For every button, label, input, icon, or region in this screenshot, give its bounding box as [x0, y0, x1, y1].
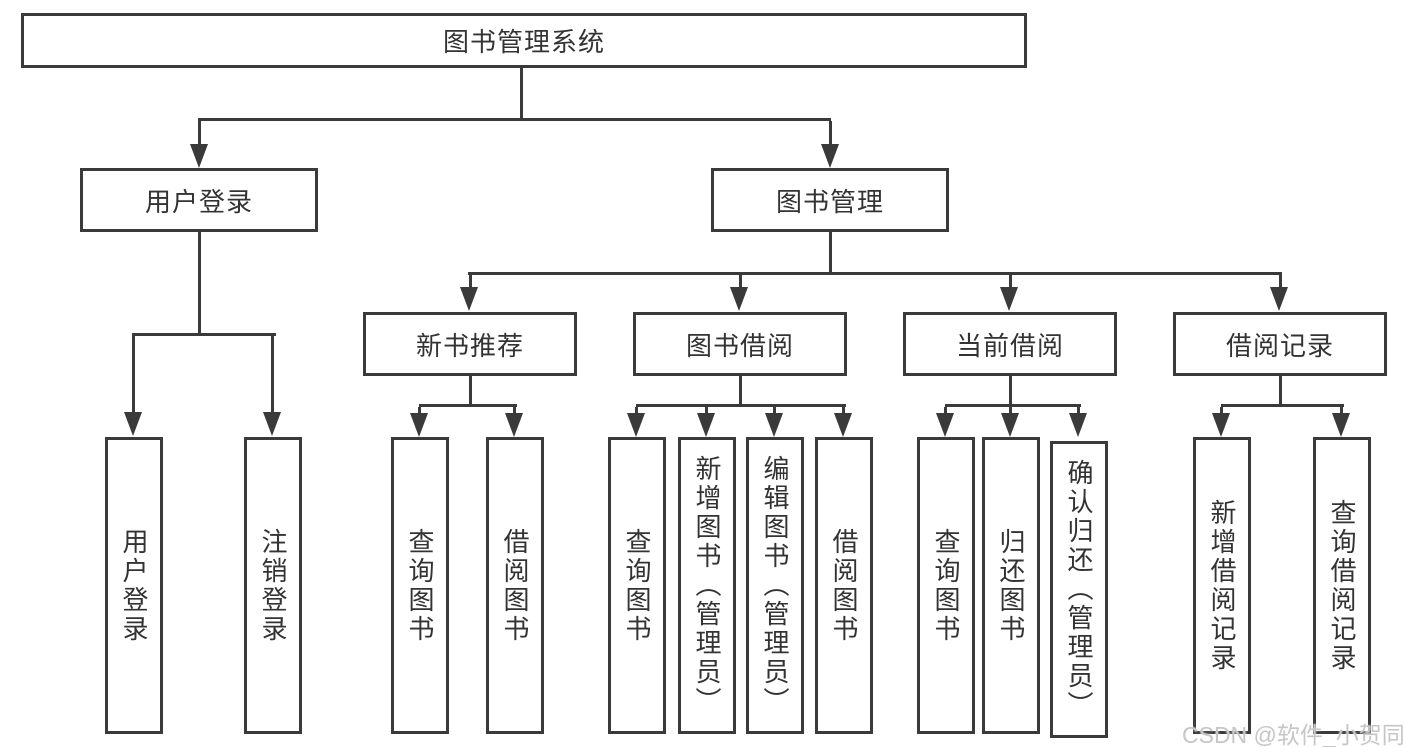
- connector-line: [132, 333, 276, 336]
- connector-line: [469, 275, 472, 287]
- arrowhead-icon: [124, 412, 142, 436]
- connector-line: [829, 232, 832, 275]
- node-new-book-recommendation: 新书推荐: [363, 312, 577, 376]
- connector-line: [635, 407, 638, 414]
- connector-line: [520, 68, 523, 121]
- connector-line: [829, 121, 832, 145]
- node-current-borrowing: 当前借阅: [903, 312, 1117, 376]
- connector-line: [773, 407, 776, 414]
- node-user-login-leaf: 用户登录: [105, 437, 163, 734]
- node-user-login: 用户登录: [80, 168, 318, 232]
- connector-line: [513, 407, 516, 414]
- connector-line: [198, 232, 201, 336]
- connector-line: [739, 376, 742, 407]
- connector-line: [132, 336, 135, 412]
- node-confirm-return-admin: 确认归还（管理员）: [1050, 441, 1108, 738]
- node-query-books-recommend: 查询图书: [391, 437, 449, 734]
- watermark: CSDN @软件_小贺同学: [1182, 722, 1405, 747]
- connector-line: [198, 121, 201, 145]
- connector-line: [944, 407, 947, 414]
- connector-line: [469, 376, 472, 407]
- connector-line: [1009, 376, 1012, 407]
- connector-line: [198, 118, 831, 121]
- connector-line: [636, 404, 846, 407]
- node-borrow-books-borrowing: 借阅图书: [815, 437, 873, 734]
- arrowhead-icon: [190, 144, 208, 168]
- connector-line: [468, 272, 1282, 275]
- arrowhead-icon: [263, 412, 281, 436]
- arrowhead-icon: [730, 287, 748, 311]
- arrowhead-icon: [765, 413, 783, 437]
- node-query-books-borrowing: 查询图书: [608, 437, 666, 734]
- connector-line: [1009, 407, 1012, 414]
- node-library-management-system: 图书管理系统: [21, 13, 1027, 68]
- arrowhead-icon: [410, 413, 428, 437]
- connector-line: [418, 407, 421, 414]
- connector-line: [1340, 407, 1343, 414]
- node-return-books: 归还图书: [982, 437, 1040, 734]
- arrowhead-icon: [697, 413, 715, 437]
- arrowhead-icon: [1069, 413, 1087, 437]
- node-query-borrow-record: 查询借阅记录: [1313, 437, 1371, 734]
- connector-line: [1077, 407, 1080, 414]
- connector-line: [739, 275, 742, 287]
- connector-line: [1279, 275, 1282, 287]
- connector-line: [1009, 275, 1012, 287]
- arrowhead-icon: [1000, 287, 1018, 311]
- arrowhead-icon: [460, 287, 478, 311]
- arrowhead-icon: [821, 144, 839, 168]
- connector-line: [1220, 407, 1223, 414]
- connector-line: [842, 407, 845, 414]
- connector-line: [1221, 404, 1344, 407]
- arrowhead-icon: [1001, 413, 1019, 437]
- arrowhead-icon: [627, 413, 645, 437]
- connector-line: [419, 404, 517, 407]
- node-logout: 注销登录: [244, 437, 302, 734]
- node-borrow-books-recommend: 借阅图书: [486, 437, 544, 734]
- node-edit-book-admin: 编辑图书（管理员）: [746, 437, 804, 734]
- arrowhead-icon: [505, 413, 523, 437]
- node-book-borrowing: 图书借阅: [633, 312, 847, 376]
- node-book-management: 图书管理: [711, 168, 949, 232]
- node-borrowing-records: 借阅记录: [1173, 312, 1387, 376]
- connector-line: [1279, 376, 1282, 407]
- arrowhead-icon: [834, 413, 852, 437]
- node-add-borrow-record: 新增借阅记录: [1193, 437, 1251, 734]
- arrowhead-icon: [1332, 413, 1350, 437]
- connector-line: [945, 404, 1081, 407]
- arrowhead-icon: [936, 413, 954, 437]
- arrowhead-icon: [1212, 413, 1230, 437]
- connector-line: [705, 407, 708, 414]
- node-query-books-current: 查询图书: [917, 437, 975, 734]
- node-add-book-admin: 新增图书（管理员）: [678, 437, 736, 734]
- arrowhead-icon: [1270, 287, 1288, 311]
- connector-line: [271, 336, 274, 412]
